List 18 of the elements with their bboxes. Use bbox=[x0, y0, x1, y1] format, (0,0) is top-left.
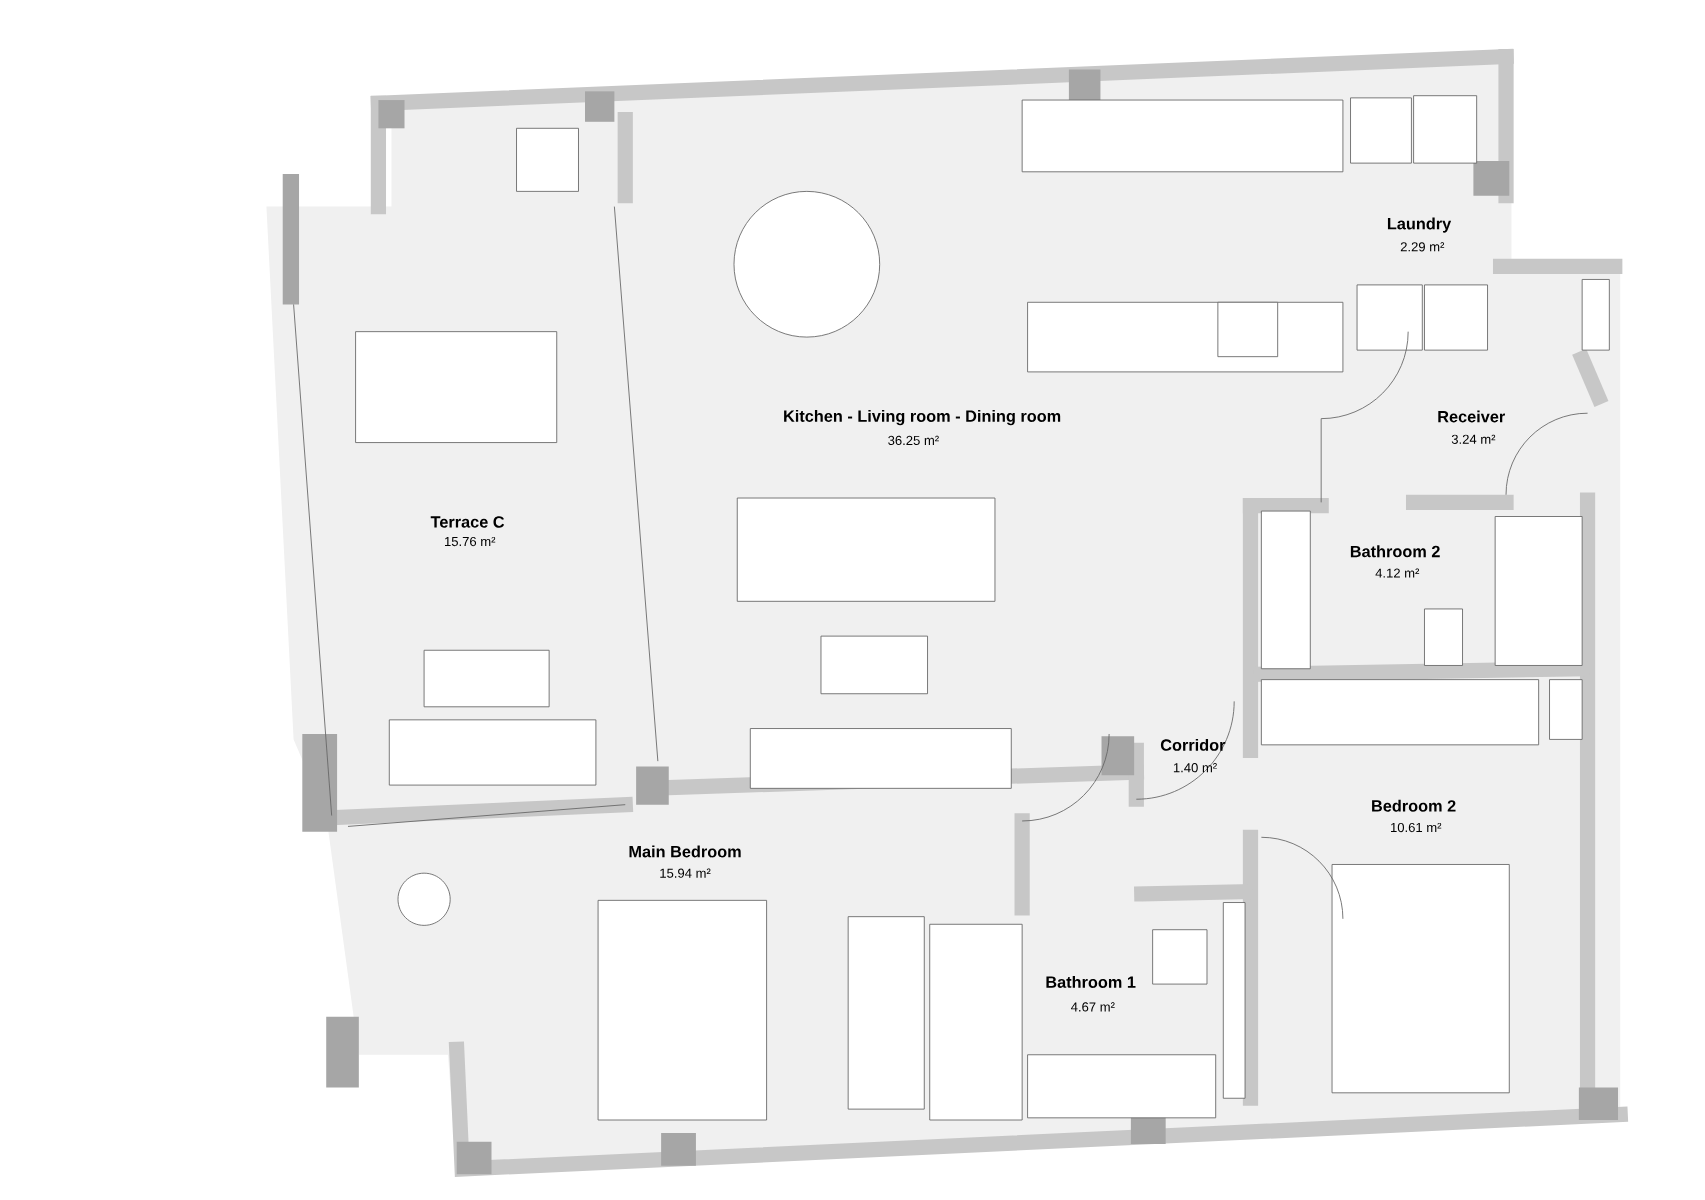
room-name: Laundry bbox=[1387, 217, 1452, 233]
room-name: Kitchen - Living room - Dining room bbox=[784, 409, 1061, 425]
room-area: 15.76 m² bbox=[445, 536, 496, 546]
room-area: 10.61 m² bbox=[1391, 822, 1442, 832]
room-area: 36.25 m² bbox=[888, 435, 939, 445]
room-name: Main Bedroom bbox=[629, 845, 741, 858]
room-name: Corridor bbox=[1160, 738, 1226, 751]
room-name: Terrace C bbox=[430, 515, 505, 528]
room-area: 15.94 m² bbox=[660, 868, 711, 878]
room-name: Bathroom 1 bbox=[1046, 975, 1136, 988]
room-area: 4.67 m² bbox=[1071, 1002, 1115, 1012]
room-area: 4.12 m² bbox=[1375, 568, 1420, 578]
room-area: 1.40 m² bbox=[1173, 762, 1217, 773]
room-name: Bedroom 2 bbox=[1372, 799, 1456, 812]
room-name: Receiver bbox=[1438, 410, 1505, 423]
room-area: 3.24 m² bbox=[1451, 434, 1496, 444]
room-area: 2.29 m² bbox=[1400, 242, 1445, 252]
room-name: Bathroom 2 bbox=[1350, 545, 1440, 558]
